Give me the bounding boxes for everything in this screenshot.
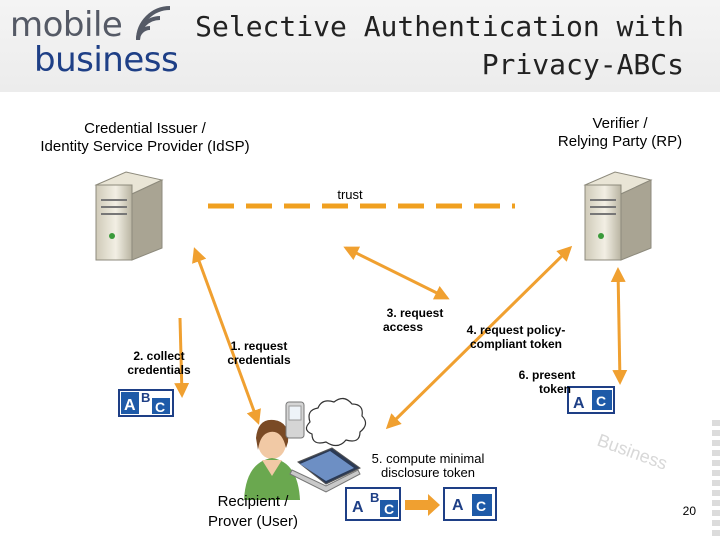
issuer-line1: Credential Issuer / <box>84 120 206 137</box>
step-5-line2: disclosure token <box>381 465 475 480</box>
arrow-request-access <box>385 245 573 430</box>
step-1-line2: credentials <box>227 353 291 367</box>
trust-label: trust <box>337 187 363 202</box>
mobile-business-logo: mobile business <box>10 5 179 80</box>
step-1-label: 1. request credentials <box>204 339 314 367</box>
step-2-line2: credentials <box>127 363 191 377</box>
step-5-line1: 5. compute minimal <box>371 451 485 466</box>
issuer-server-icon <box>94 171 164 261</box>
token-letter-a: A <box>124 397 136 414</box>
step-3-line2: access <box>382 320 424 334</box>
step-4-label: 4. request policy- compliant token <box>446 323 586 351</box>
verifier-server-icon <box>583 171 653 261</box>
verifier-line2: Relying Party (RP) <box>557 133 683 150</box>
ac-token-icon-user: A C <box>443 487 497 521</box>
step-5-label: 5. compute minimal disclosure token <box>356 452 500 480</box>
step-6-line1: 6. present <box>518 368 576 382</box>
arrow-collect <box>174 317 190 398</box>
user-line2: Prover (User) <box>207 513 298 530</box>
cloud-icon <box>305 397 367 447</box>
step-1-line1: 1. request <box>230 339 288 353</box>
title-line1: Selective Authentication with <box>195 10 684 43</box>
phone-icon <box>285 401 305 439</box>
step-4-line1: 4. request policy- <box>466 323 566 337</box>
arrow-trust-link <box>343 246 450 300</box>
token-letter-b: B <box>141 390 150 405</box>
step-2-label: 2. collect credentials <box>104 349 214 377</box>
token-letter-a: A <box>352 499 364 516</box>
step-2-line1: 2. collect <box>133 349 185 363</box>
user-label: Recipient / Prover (User) <box>186 492 320 532</box>
abc-token-icon-issuer: A B C <box>118 389 174 417</box>
user-line1: Recipient / <box>217 493 289 510</box>
slide-edge-strip <box>712 420 720 540</box>
step-3-line1: 3. request <box>386 306 444 320</box>
logo-line2: business <box>34 40 179 80</box>
verifier-line1: Verifier / <box>592 115 648 132</box>
signal-arcs-icon <box>136 6 171 41</box>
compute-arrow-icon <box>405 494 440 516</box>
abc-token-icon-user: A B C <box>345 487 401 521</box>
ac-token-icon-verifier: A C <box>567 386 615 414</box>
slide-title: Selective Authentication with Privacy-AB… <box>195 8 684 84</box>
token-letter-a: A <box>452 497 464 514</box>
token-letter-b: B <box>370 490 379 505</box>
header-band <box>0 0 720 92</box>
laptop-icon <box>289 447 361 493</box>
step-3-label: 3. request access <box>360 306 470 334</box>
token-letter-a: A <box>573 395 585 412</box>
token-letter-c: C <box>384 501 394 517</box>
token-letter-c: C <box>155 399 165 415</box>
arrow-request-credentials <box>192 247 261 425</box>
verifier-label: Verifier / Relying Party (RP) <box>530 115 710 151</box>
token-letter-c: C <box>596 393 606 409</box>
token-letter-c: C <box>476 498 486 514</box>
step-6-line2: token <box>538 382 571 396</box>
logo-line1: mobile <box>10 5 123 45</box>
issuer-line2: Identity Service Provider (IdSP) <box>40 138 250 155</box>
slide-number: 20 <box>682 504 696 518</box>
step-6-label: 6. present token <box>492 368 602 396</box>
title-line2: Privacy-ABCs <box>481 48 684 81</box>
step-4-line2: compliant token <box>469 337 562 351</box>
user-person-icon <box>244 419 300 500</box>
issuer-label: Credential Issuer / Identity Service Pro… <box>10 120 280 156</box>
arrow-present-token <box>610 267 628 385</box>
watermark-text: Business <box>595 430 670 474</box>
